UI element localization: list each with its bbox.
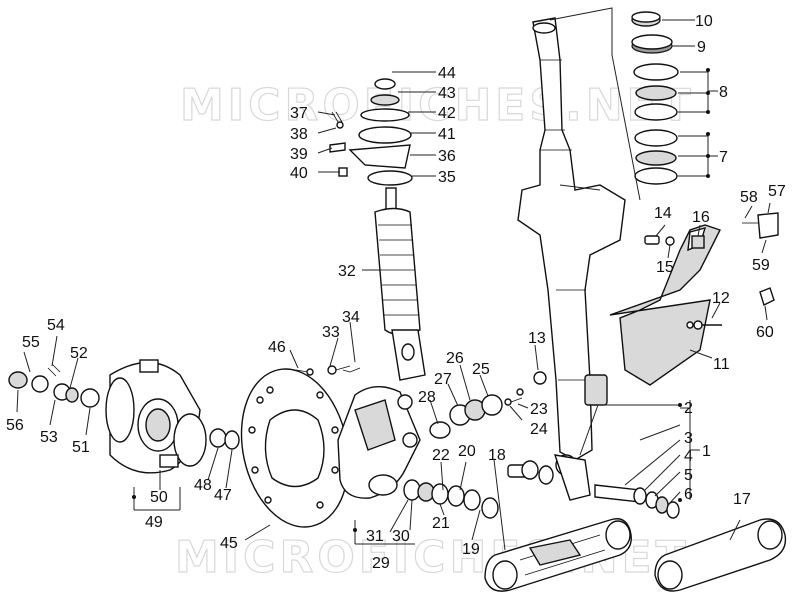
fork-leg <box>327 365 421 499</box>
steering-tube <box>517 17 626 501</box>
callout-12: 12 <box>712 290 730 307</box>
hub-bearings <box>8 363 240 450</box>
callout-52: 52 <box>70 345 88 362</box>
callout-2: 2 <box>684 400 693 417</box>
callout-60: 60 <box>756 324 774 341</box>
callout-45: 45 <box>220 535 238 552</box>
callout-labels: 10 9 8 7 44 43 42 41 36 35 37 38 39 40 3… <box>6 13 786 572</box>
brake-disc <box>240 368 350 528</box>
callout-18: 18 <box>488 447 506 464</box>
axle-parts-center <box>429 388 524 439</box>
mudguard <box>609 224 721 386</box>
axle-assembly-right <box>594 484 680 519</box>
callout-9: 9 <box>697 39 706 56</box>
callout-36: 36 <box>438 148 456 165</box>
callout-28: 28 <box>418 389 436 406</box>
callout-38: 38 <box>290 126 308 143</box>
callout-56: 56 <box>6 417 24 434</box>
callout-16: 16 <box>692 209 710 226</box>
callout-31: 31 <box>366 528 384 545</box>
callout-34: 34 <box>342 309 360 326</box>
callout-51: 51 <box>72 439 90 456</box>
shock-small-parts <box>329 111 348 177</box>
callout-5: 5 <box>684 467 693 484</box>
callout-24: 24 <box>530 421 548 438</box>
callout-55: 55 <box>22 334 40 351</box>
group-dots <box>132 68 710 532</box>
callout-4: 4 <box>684 448 693 465</box>
callout-29: 29 <box>372 555 390 572</box>
callout-27: 27 <box>434 371 452 388</box>
callout-42: 42 <box>438 105 456 122</box>
watermark-top: MICROFICHES.NET <box>180 80 695 131</box>
leader-lines <box>16 19 771 551</box>
callout-7: 7 <box>719 149 728 166</box>
callout-48: 48 <box>194 477 212 494</box>
callout-59: 59 <box>752 257 770 274</box>
callout-22: 22 <box>432 447 450 464</box>
headset-bearings <box>631 11 679 185</box>
small-fasteners-right <box>533 212 779 385</box>
callout-35: 35 <box>438 169 456 186</box>
callout-25: 25 <box>472 361 490 378</box>
callout-15: 15 <box>656 259 674 276</box>
callout-1: 1 <box>702 443 711 460</box>
callout-39: 39 <box>290 146 308 163</box>
swing-arm <box>484 518 632 592</box>
callout-11: 11 <box>713 356 730 373</box>
callout-10: 10 <box>695 13 713 30</box>
callout-33: 33 <box>322 324 340 341</box>
callout-26: 26 <box>446 350 464 367</box>
callout-40: 40 <box>290 165 308 182</box>
shock-absorber <box>348 78 426 381</box>
callout-14: 14 <box>654 205 672 222</box>
callout-43: 43 <box>438 85 456 102</box>
wheel-hub <box>105 359 207 474</box>
callout-49: 49 <box>145 514 163 531</box>
callout-47: 47 <box>214 487 232 504</box>
callout-23: 23 <box>530 401 548 418</box>
callout-17: 17 <box>733 491 751 508</box>
disc-bolt <box>295 369 309 373</box>
callout-53: 53 <box>40 429 58 446</box>
callout-19: 19 <box>462 541 480 558</box>
callout-41: 41 <box>438 126 456 143</box>
callout-50: 50 <box>150 489 168 506</box>
swing-arm-cover <box>654 518 787 592</box>
callout-13: 13 <box>528 330 546 347</box>
callout-44: 44 <box>438 65 456 82</box>
callout-54: 54 <box>47 317 65 334</box>
callout-6: 6 <box>684 486 693 503</box>
callout-20: 20 <box>458 443 476 460</box>
callout-58: 58 <box>740 189 758 206</box>
callout-57: 57 <box>768 183 786 200</box>
callout-37: 37 <box>290 105 308 122</box>
callout-3: 3 <box>684 430 693 447</box>
axle-washer-row <box>403 460 554 519</box>
callout-21: 21 <box>432 515 450 532</box>
callout-8: 8 <box>719 84 728 101</box>
callout-46: 46 <box>268 339 286 356</box>
callout-32: 32 <box>338 263 356 280</box>
callout-30: 30 <box>392 528 410 545</box>
